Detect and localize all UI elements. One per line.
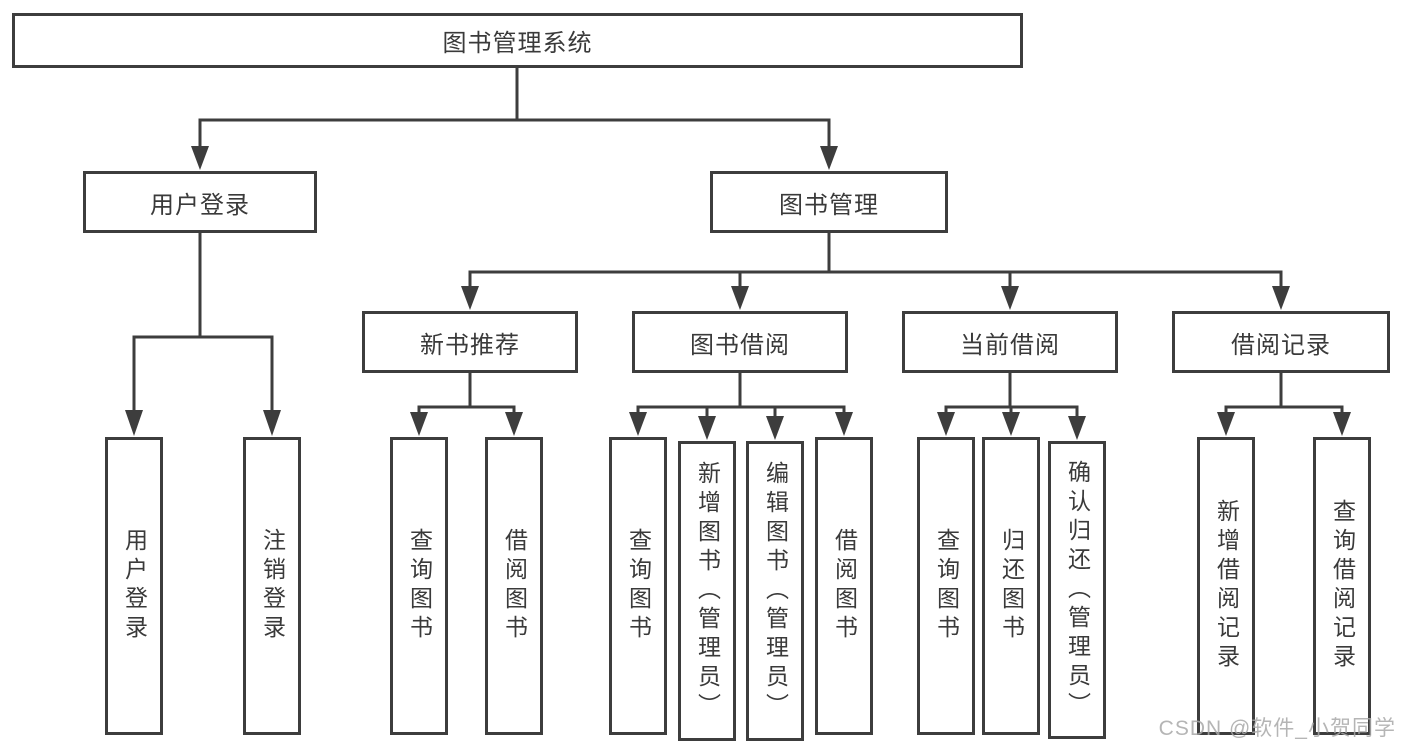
- node-new-book-recommend: 新书推荐: [362, 311, 578, 373]
- leaf-edit-books-admin: 编辑图书（管理员）: [746, 441, 804, 741]
- csdn-watermark: CSDN @软件_小贺同学: [1158, 717, 1396, 740]
- leaf-borrow-books: 借阅图书: [815, 437, 873, 735]
- node-current-borrow: 当前借阅: [902, 311, 1118, 373]
- leaf-query-books-recommend: 查询图书: [390, 437, 448, 735]
- node-borrow-records: 借阅记录: [1172, 311, 1390, 373]
- leaf-logout: 注销登录: [243, 437, 301, 735]
- node-book-borrow: 图书借阅: [632, 311, 848, 373]
- leaf-query-books-current: 查询图书: [917, 437, 975, 735]
- node-user-login: 用户登录: [83, 171, 317, 233]
- leaf-add-books-admin: 新增图书（管理员）: [678, 441, 736, 741]
- leaf-borrow-books-recommend: 借阅图书: [485, 437, 543, 735]
- leaf-return-books: 归还图书: [982, 437, 1040, 735]
- node-library-management-system: 图书管理系统: [12, 13, 1023, 68]
- leaf-user-login: 用户登录: [105, 437, 163, 735]
- node-book-management: 图书管理: [710, 171, 948, 233]
- leaf-query-books-borrow: 查询图书: [609, 437, 667, 735]
- leaf-add-borrow-record: 新增借阅记录: [1197, 437, 1255, 735]
- leaf-query-borrow-record: 查询借阅记录: [1313, 437, 1371, 735]
- leaf-confirm-return-admin: 确认归还（管理员）: [1048, 441, 1106, 739]
